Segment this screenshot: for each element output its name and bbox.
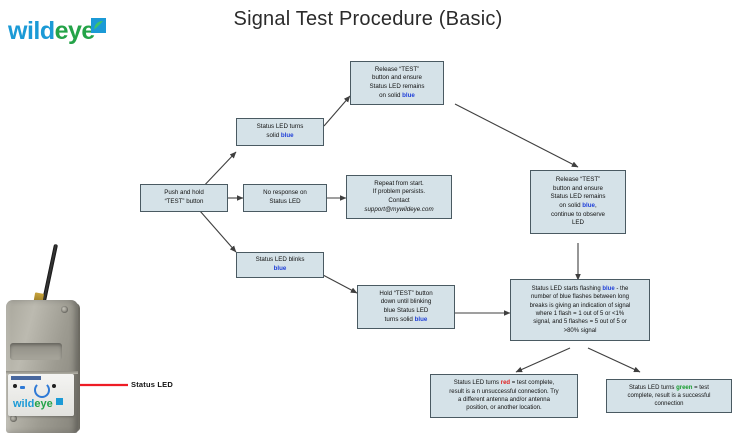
node-text: Repeat from start.If problem persists.Co…	[364, 179, 434, 213]
panel-logo: wildeye	[13, 398, 53, 411]
logo-text-wild: wild	[8, 17, 55, 45]
secondary-led-indicator	[52, 384, 56, 388]
node-repeat-from-start-contact-support[interactable]: Repeat from start.If problem persists.Co…	[346, 175, 452, 219]
node-text: Push and hold“TEST” button	[164, 189, 204, 205]
leaf-icon	[91, 18, 106, 33]
node-result-red-unsuccessful[interactable]: Status LED turns red = test complete,res…	[430, 374, 578, 418]
device-groove	[10, 343, 62, 360]
device-label-panel: wildeye	[8, 374, 74, 416]
wildeye-device-photo: wildeye	[6, 243, 92, 433]
screw-icon	[61, 306, 68, 313]
panel-leaf-icon	[56, 398, 63, 405]
node-push-and-hold-test-button[interactable]: Push and hold“TEST” button	[140, 184, 228, 212]
device-seam	[6, 371, 78, 374]
panel-header-bar	[11, 376, 41, 380]
screw-icon	[10, 415, 17, 422]
panel-ring-graphic	[34, 382, 50, 398]
panel-logo-eye: eye	[34, 398, 53, 410]
status-led-lit	[20, 386, 25, 389]
panel-logo-wild: wild	[13, 398, 35, 410]
status-led-indicator	[13, 384, 17, 388]
antenna-icon	[42, 243, 59, 302]
status-led-callout-label: Status LED	[131, 380, 174, 389]
brand-logo: wildeye	[8, 16, 128, 46]
logo-text-eye: eye	[54, 17, 96, 45]
node-text: Status LED turns red = test complete,res…	[449, 380, 559, 412]
page-title: Signal Test Procedure (Basic)	[233, 8, 503, 30]
